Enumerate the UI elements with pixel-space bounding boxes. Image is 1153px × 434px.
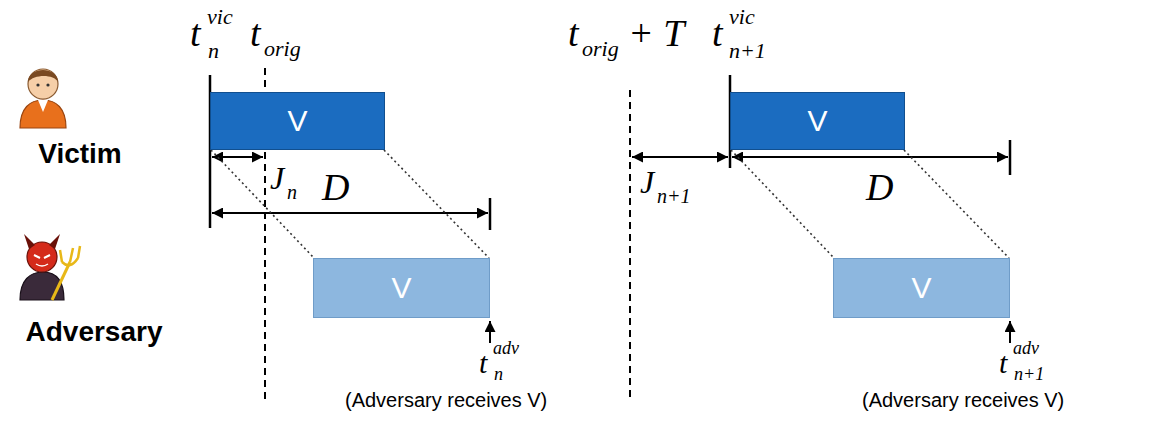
victim-message-box: V: [730, 92, 905, 150]
message-label: V: [807, 106, 827, 136]
note-text: (Adversary receives V): [345, 390, 547, 410]
time-symbol: t: [190, 14, 201, 52]
jitter-symbol: J: [270, 162, 284, 194]
delay-symbol: D: [322, 168, 349, 206]
projection-line: [384, 150, 489, 258]
victim-message-box: V: [210, 92, 385, 150]
time-symbol: t: [479, 348, 487, 378]
time-symbol: t: [712, 14, 723, 52]
victim-icon: [20, 69, 66, 128]
note-text: (Adversary receives V): [862, 390, 1064, 410]
receive-arrow: [1009, 321, 1011, 343]
time-subscript: n+1: [729, 40, 766, 62]
time-superscript: vic: [207, 6, 233, 28]
delay-symbol: D: [866, 168, 893, 206]
projection-line: [211, 150, 314, 258]
time-superscript: adv: [493, 339, 519, 357]
delay-tick: [1009, 140, 1012, 175]
adversary-message-box: V: [833, 258, 1010, 318]
jitter-arrow: [212, 156, 263, 158]
victim-eye: [46, 83, 49, 86]
actor-label: Adversary: [26, 318, 163, 346]
time-subscript: orig: [582, 38, 619, 60]
victim-hair: [28, 70, 58, 82]
trident-head: [60, 246, 80, 265]
adversary-mouth: [36, 264, 48, 266]
actor-label: Victim: [38, 140, 122, 168]
victim-body: [20, 100, 66, 128]
period-time-line: [629, 90, 631, 402]
time-offset: + T: [628, 14, 684, 52]
projection-line: [731, 150, 834, 258]
adversary-horn: [49, 234, 60, 249]
trident-shaft: [52, 262, 70, 300]
receive-arrow: [489, 321, 491, 343]
adversary-icon: [20, 234, 80, 300]
message-label: V: [287, 106, 307, 136]
time-subscript: n: [494, 365, 503, 383]
delay-arrow: [212, 212, 488, 214]
victim-collar: [38, 100, 48, 112]
projection-line: [904, 150, 1009, 258]
time-superscript: adv: [1013, 339, 1039, 357]
time-symbol: t: [250, 14, 261, 52]
time-subscript: orig: [264, 38, 301, 60]
time-superscript: vic: [729, 6, 755, 28]
message-label: V: [911, 273, 931, 303]
adversary-horn: [24, 234, 35, 249]
victim-eye: [36, 83, 39, 86]
message-label: V: [391, 273, 411, 303]
adversary-eyes: [34, 255, 50, 258]
time-subscript: n+1: [1014, 365, 1044, 383]
time-symbol: t: [568, 14, 579, 52]
time-subscript: n: [208, 40, 219, 62]
jitter-subscript: n+1: [657, 186, 691, 206]
time-symbol: t: [999, 348, 1007, 378]
jitter-symbol: J: [640, 166, 654, 198]
delay-arrow: [732, 156, 1008, 158]
delay-tick: [489, 198, 492, 230]
victim-head: [28, 69, 58, 99]
adversary-message-box: V: [313, 258, 490, 318]
jitter-subscript: n: [287, 182, 297, 202]
jitter-arrow: [632, 156, 728, 158]
